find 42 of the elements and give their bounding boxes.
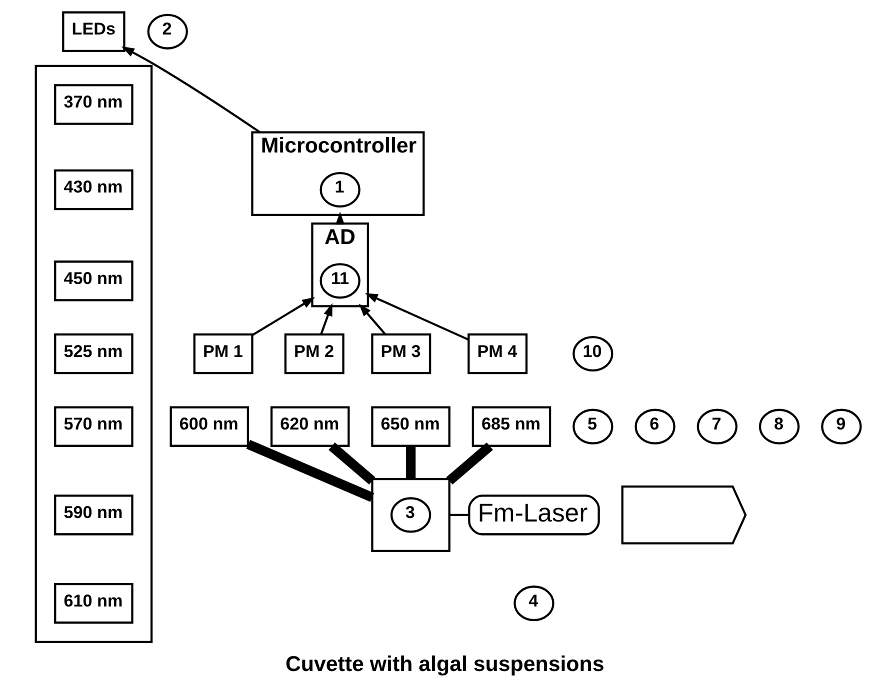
arrow	[121, 46, 261, 134]
arrow	[320, 303, 332, 334]
node-box: Fm-Laser	[468, 494, 600, 536]
node-box: 430 nm	[54, 169, 134, 210]
caption: Cuvette with algal suspensions	[285, 652, 604, 676]
node-ellipse: 4	[514, 586, 554, 622]
node-box: PM 4	[468, 333, 528, 374]
node-box: PM 3	[371, 333, 432, 374]
connector	[449, 514, 469, 516]
connector	[328, 442, 376, 485]
node-ellipse: 6	[634, 408, 676, 444]
node-box: PM 2	[284, 333, 344, 374]
node-ellipse: 1	[320, 172, 360, 208]
connector	[446, 442, 493, 485]
node-ellipse: 5	[572, 408, 614, 444]
node-pentagon	[621, 486, 747, 544]
node-box: LEDs	[62, 11, 126, 52]
node-ellipse: 10	[572, 336, 614, 372]
node-ellipse: 9	[821, 408, 862, 444]
cluster	[34, 64, 153, 643]
node-ellipse: 3	[390, 497, 432, 533]
connector	[246, 440, 374, 502]
arrow	[358, 304, 386, 335]
node-box: 685 nm	[472, 406, 552, 447]
node-ellipse: 11	[320, 263, 360, 299]
arrow	[364, 293, 469, 341]
node-box: 450 nm	[54, 260, 134, 302]
node-box: 525 nm	[54, 333, 134, 374]
node-box: 590 nm	[54, 494, 134, 536]
node-ellipse: 8	[758, 408, 800, 444]
arrow	[252, 297, 315, 336]
node-ellipse: 7	[696, 408, 738, 444]
node-box: 600 nm	[170, 406, 250, 447]
node-box: 610 nm	[54, 583, 134, 624]
connector	[406, 446, 416, 480]
node-box: 650 nm	[371, 406, 450, 447]
cluster	[371, 478, 450, 552]
node-box: 570 nm	[54, 406, 134, 447]
node-ellipse: 2	[147, 14, 188, 50]
node-box: 620 nm	[270, 406, 350, 447]
node-box: PM 1	[193, 333, 254, 374]
node-box: 370 nm	[54, 84, 134, 125]
